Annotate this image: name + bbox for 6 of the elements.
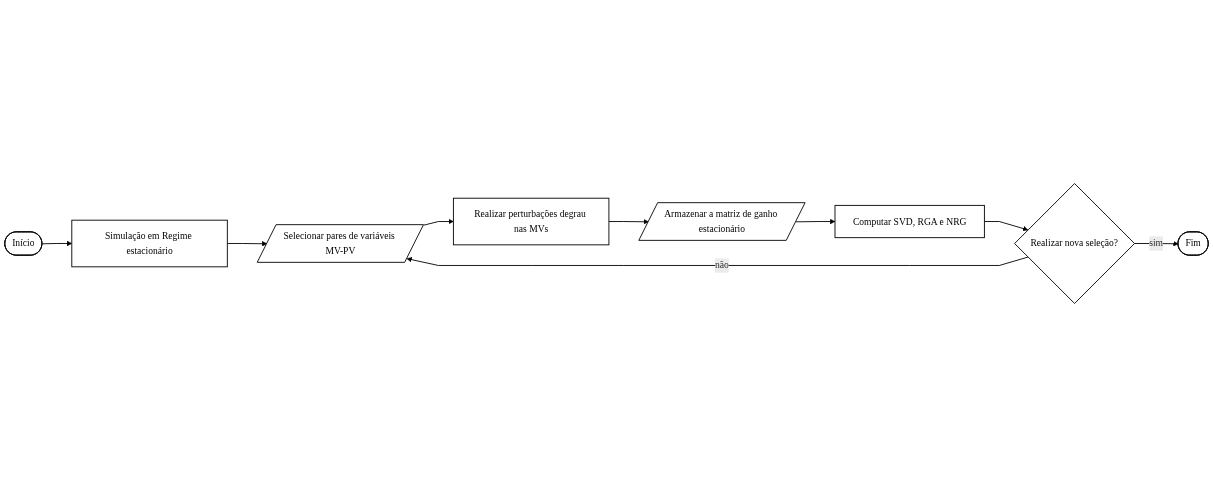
node-diamond: Realizar nova seleção? [1014, 183, 1135, 304]
node-box: Computar SVD, RGA e NRG [834, 204, 985, 239]
edge-label: sim [1149, 238, 1164, 249]
node-box: Simulação em Regime estacionário [71, 219, 228, 268]
node-box: Realizar perturbações degrau nas MVs [452, 197, 610, 246]
edge-label: não [715, 260, 729, 271]
